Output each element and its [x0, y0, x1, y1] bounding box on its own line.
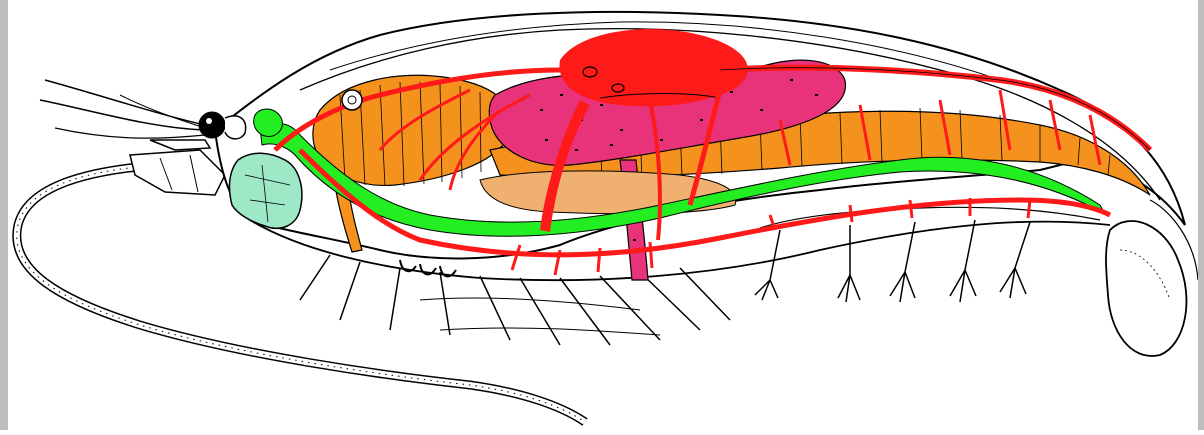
head-gland — [230, 153, 302, 228]
statocyst — [342, 90, 362, 110]
antennule — [40, 80, 210, 150]
thoracic-legs — [300, 255, 730, 345]
right-edge-shadow — [1198, 0, 1204, 430]
left-edge-shadow — [0, 0, 8, 430]
